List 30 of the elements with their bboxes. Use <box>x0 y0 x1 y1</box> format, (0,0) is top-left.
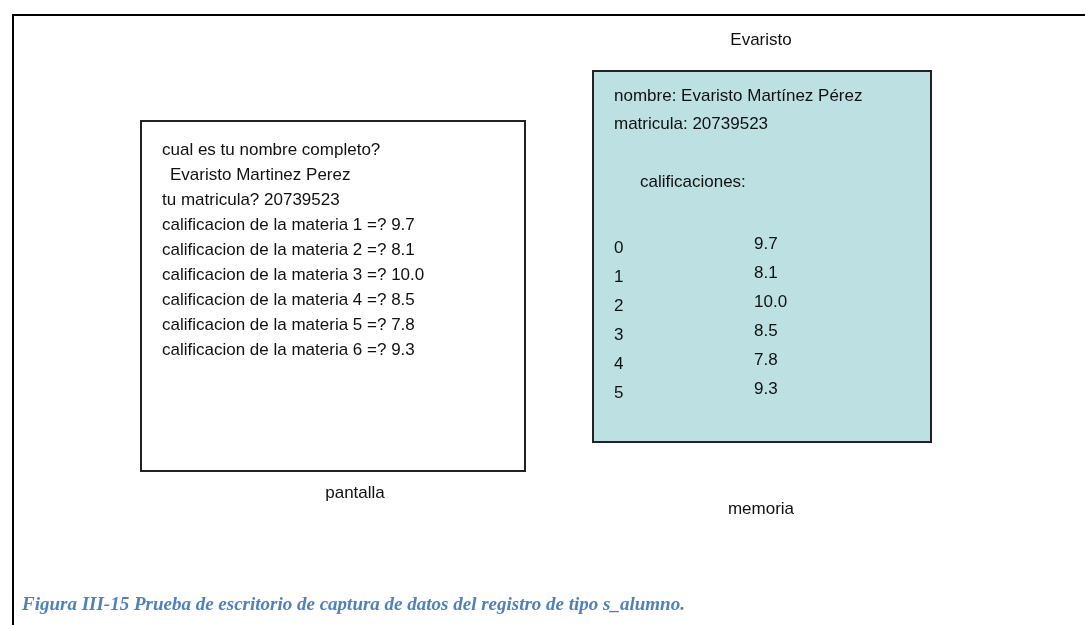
index-number: 5 <box>614 383 624 403</box>
box-caption: Evaristo <box>730 30 792 50</box>
memory-box <box>592 70 932 443</box>
field-text: nombre: Evaristo Martínez Pérez <box>614 86 863 106</box>
index-number: 1 <box>614 267 624 287</box>
index-number: 2 <box>614 296 624 316</box>
figure-caption: Figura III-15 Prueba de escritorio de captura de datos del registro de tipo s_alumno. <box>22 593 685 615</box>
screen-text-line: calificacion de la materia 5 =? 7.8 <box>162 315 415 335</box>
screen-text-line: calificacion de la materia 2 =? 8.1 <box>162 240 415 260</box>
screen-text-line: tu matricula? 20739523 <box>162 190 340 210</box>
index-number: 4 <box>614 354 624 374</box>
screen-box <box>140 120 526 472</box>
screen-text-line: Evaristo Martinez Perez <box>170 165 351 185</box>
grade-value: 9.3 <box>754 379 778 399</box>
grade-value: 8.1 <box>754 263 778 283</box>
box-caption: pantalla <box>325 483 385 503</box>
field-text: matricula: 20739523 <box>614 114 769 134</box>
grade-value: 10.0 <box>754 292 788 312</box>
screen-text-line: calificacion de la materia 6 =? 9.3 <box>162 340 415 360</box>
screen-text-line: calificacion de la materia 1 =? 9.7 <box>162 215 415 235</box>
screen-text-line: cual es tu nombre completo? <box>162 140 381 160</box>
box-caption: memoria <box>727 499 795 519</box>
grade-value: 9.7 <box>754 234 778 254</box>
grade-value: 7.8 <box>754 350 778 370</box>
index-number: 0 <box>614 238 624 258</box>
screen-text-line: calificacion de la materia 3 =? 10.0 <box>162 265 425 285</box>
field-text: calificaciones: <box>640 172 746 192</box>
screen-text-line: calificacion de la materia 4 =? 8.5 <box>162 290 415 310</box>
grade-value: 8.5 <box>754 321 778 341</box>
index-number: 3 <box>614 325 624 345</box>
